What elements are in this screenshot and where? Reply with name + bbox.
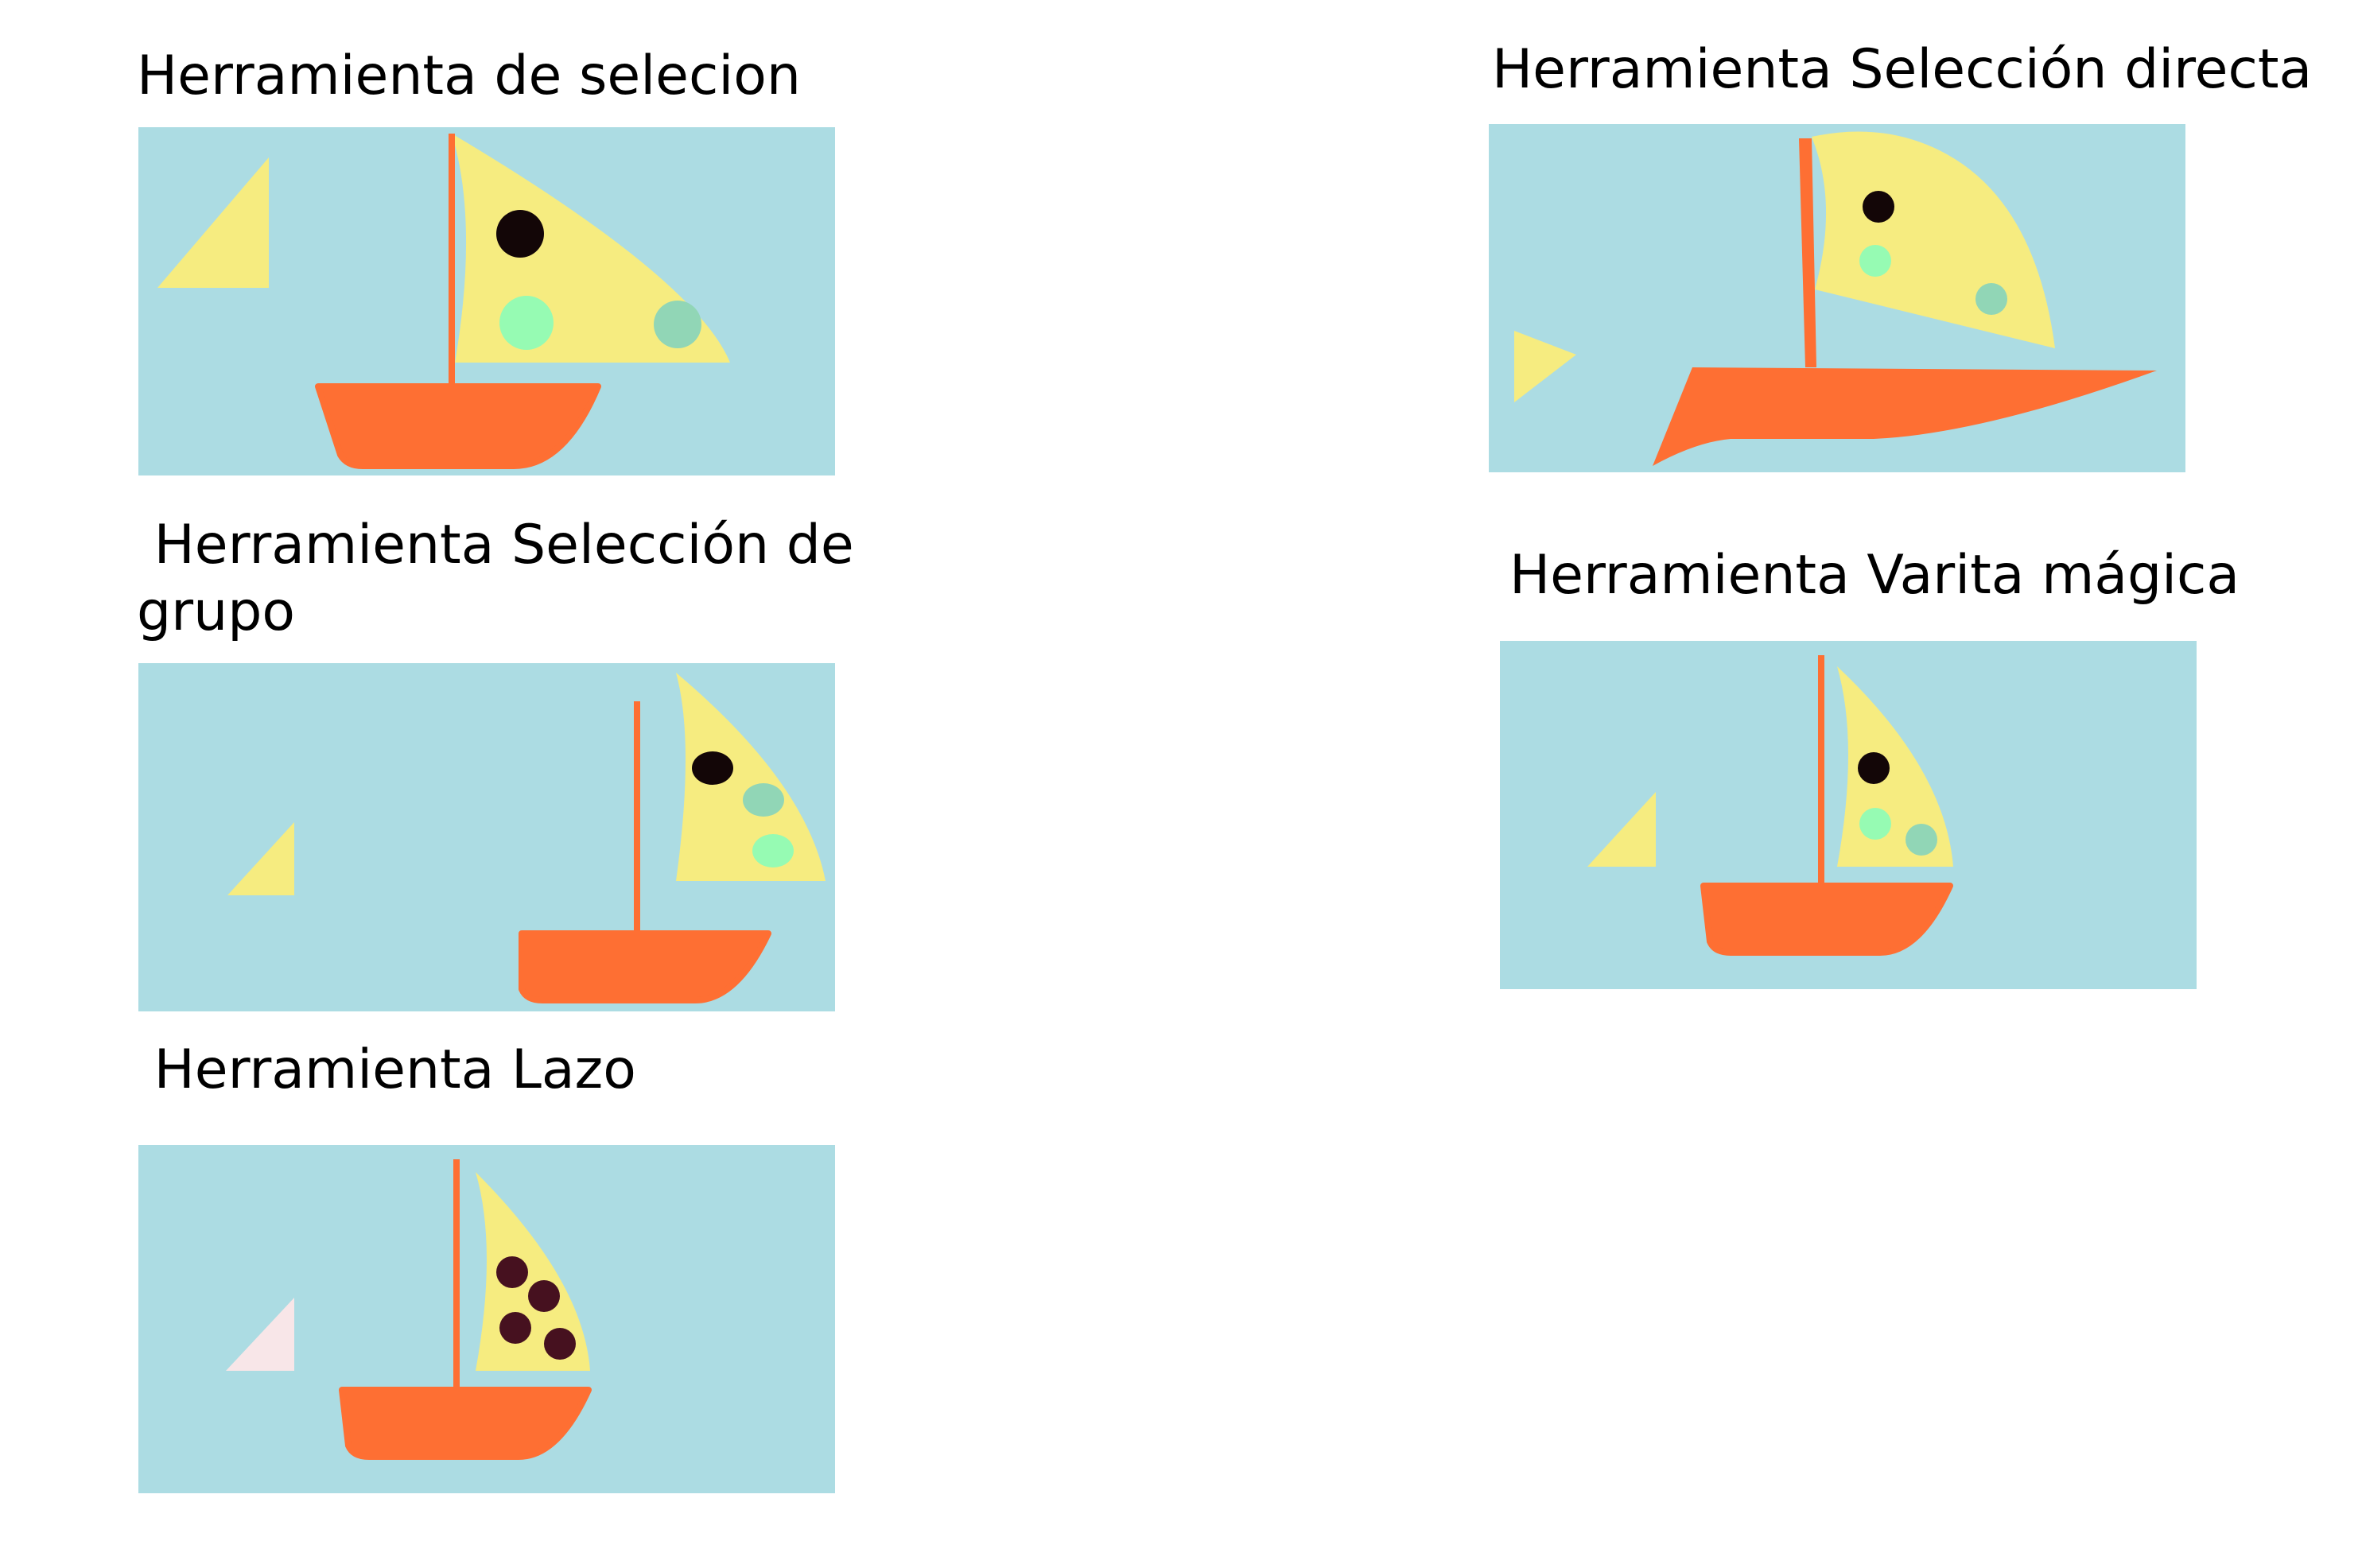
small-triangle	[227, 822, 294, 895]
mast	[453, 1159, 460, 1390]
sail-dot-maroon	[544, 1328, 576, 1360]
sail-dot-mint	[499, 296, 554, 350]
small-triangle	[157, 157, 269, 288]
magic-wand-tool-illustration	[1500, 641, 2197, 989]
sail-dot-mint	[1859, 808, 1891, 840]
sail-dot-mint	[1859, 245, 1891, 277]
hull	[315, 383, 601, 469]
sail-dot-teal	[1975, 283, 2007, 315]
title-seleccion-directa: Herramienta Selección directa	[1492, 38, 2313, 101]
group-selection-tool-illustration	[138, 663, 835, 1011]
title-seleccion: Herramienta de selecion	[137, 45, 801, 107]
small-triangle	[1587, 792, 1656, 867]
mast	[1818, 655, 1824, 886]
sail-dot-maroon	[528, 1280, 560, 1312]
selection-tool-illustration	[138, 127, 835, 475]
mast	[1799, 138, 1816, 367]
small-triangle	[226, 1298, 294, 1371]
direct-selection-tool-illustration	[1489, 124, 2185, 472]
sail-dot-dark	[692, 751, 733, 785]
sail-dot-teal	[1906, 824, 1937, 856]
hull	[519, 930, 771, 1003]
sail-dot-teal	[743, 783, 784, 817]
small-triangle	[1514, 331, 1576, 402]
hull	[339, 1387, 592, 1460]
mast	[634, 701, 640, 933]
sail-dot-maroon	[496, 1256, 528, 1288]
sail-dot-maroon	[499, 1312, 531, 1344]
title-seleccion-grupo: Herramienta Selección de grupo	[137, 514, 854, 643]
hull	[1653, 367, 2157, 466]
mast	[449, 134, 455, 392]
sail-dot-teal	[654, 301, 701, 348]
sail-dot-dark	[496, 210, 544, 258]
sail	[676, 673, 826, 881]
hull	[1700, 883, 1953, 956]
sail-dot-dark	[1863, 191, 1894, 223]
sail-dot-mint	[752, 834, 794, 867]
lasso-tool-illustration	[138, 1145, 835, 1493]
sail-dot-dark	[1858, 752, 1890, 784]
title-lazo: Herramienta Lazo	[137, 1038, 636, 1101]
title-varita-magica: Herramienta Varita mágica	[1509, 544, 2240, 607]
